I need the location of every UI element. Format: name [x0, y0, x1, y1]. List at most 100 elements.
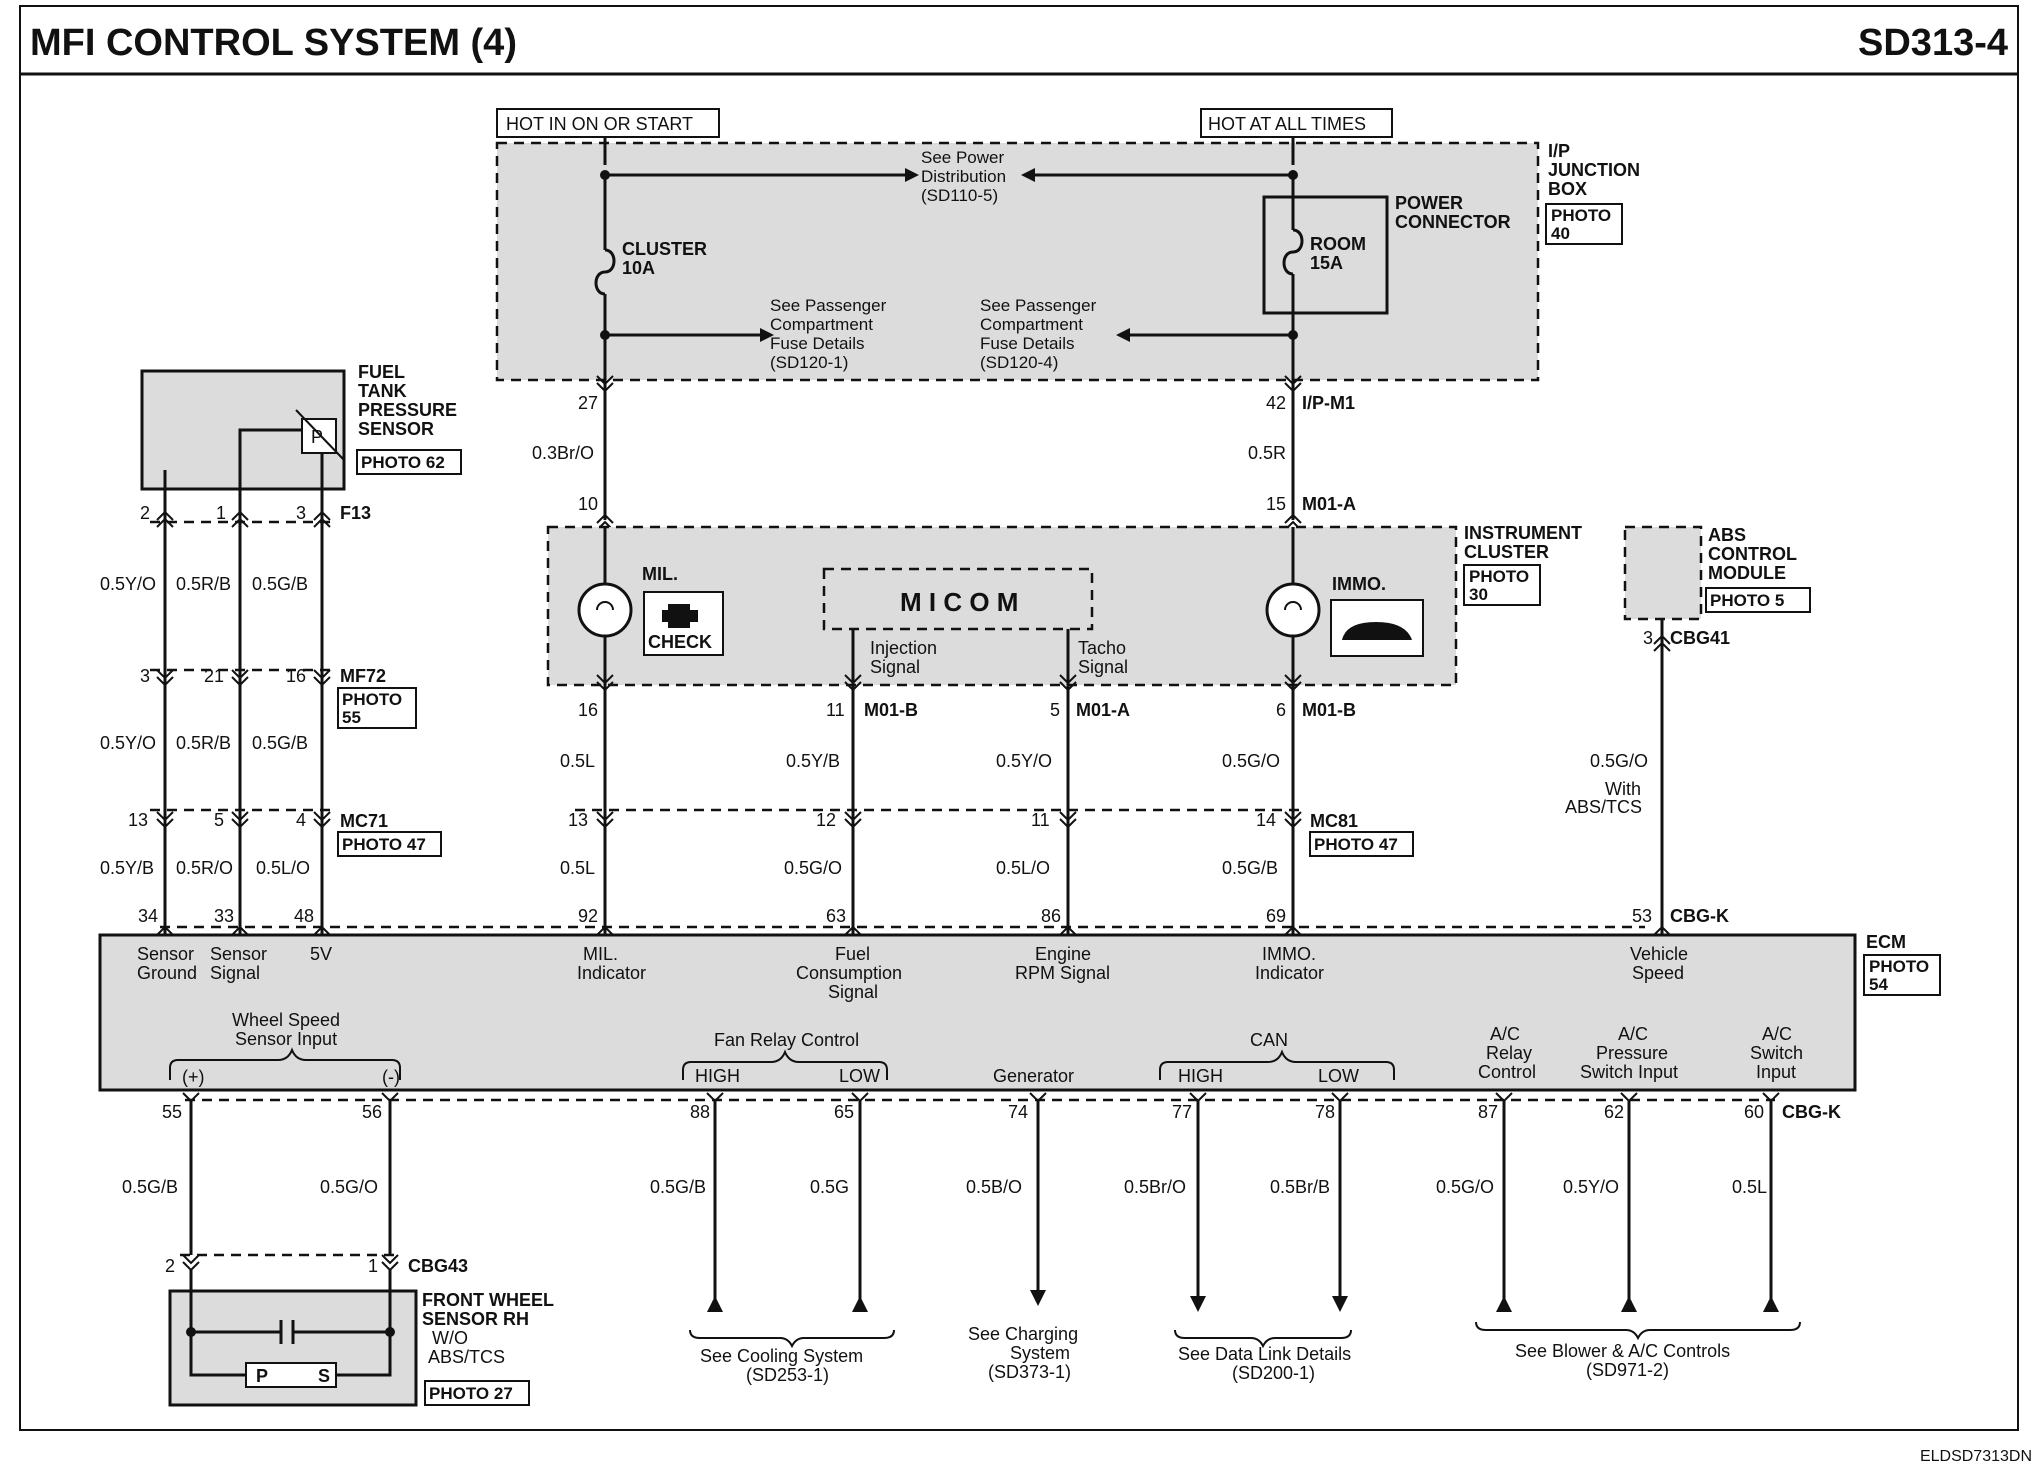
bottom-wire: 0.5G/B — [650, 1177, 706, 1197]
conn-mc81: MC81 — [1310, 811, 1358, 831]
mc71-photo-box — [337, 831, 442, 857]
pressure-slash — [295, 409, 345, 461]
bottom-wire: 0.5Br/B — [1270, 1177, 1330, 1197]
wheel-photo-box — [424, 1380, 530, 1406]
term-fan-low — [852, 1296, 868, 1312]
conn-cbg-k-top: CBG-K — [1670, 906, 1729, 926]
mc81-pin: 12 — [816, 810, 836, 830]
ecm-5v: 5V — [310, 944, 332, 964]
junction-box — [495, 141, 1540, 382]
page-title: MFI CONTROL SYSTEM (4) — [30, 22, 517, 64]
fuse-room-symbol — [1282, 228, 1304, 276]
arrow-pd-left — [905, 168, 919, 182]
ecm-fan-relay: Fan Relay Control — [714, 1030, 859, 1050]
ref-cooling: See Cooling System(SD253-1) — [700, 1346, 863, 1385]
cluster-photo-box — [1463, 564, 1541, 606]
connector-chevrons-top — [596, 375, 1302, 531]
bottom-pin: 78 — [1315, 1102, 1335, 1122]
fuel-photo: PHOTO 62 — [361, 453, 445, 472]
term-ac-pressure — [1621, 1296, 1637, 1312]
ecm-minus: (-) — [382, 1067, 400, 1087]
hot-always-box — [1200, 108, 1393, 138]
ecm-top-chevrons — [156, 925, 1671, 936]
can-bracket — [1159, 1049, 1395, 1080]
term-ac-switch — [1763, 1296, 1779, 1312]
wheel-splice-left — [186, 1327, 196, 1337]
bottom-chevrons — [182, 1092, 1780, 1103]
fuel-wire2-1: 0.5R/B — [176, 733, 231, 753]
term-generator — [1030, 1290, 1046, 1306]
wheel-splice-right — [385, 1327, 395, 1337]
wheel-ps-box — [245, 1362, 337, 1388]
conn-cbg41: CBG41 — [1670, 628, 1730, 648]
pressure-element — [301, 418, 337, 454]
immo-label: IMMO. — [1332, 574, 1386, 594]
cbg43-chevron-1 — [381, 1254, 399, 1272]
bottom-wire: 0.5Y/O — [1563, 1177, 1619, 1197]
ecm-pin-34: 34 — [138, 906, 158, 926]
arrow-pd-right — [1021, 168, 1035, 182]
pin-27: 27 — [578, 393, 598, 413]
fuel-wire2-2: 0.5G/B — [252, 733, 308, 753]
bottom-pin: 56 — [362, 1102, 382, 1122]
cluster-wire: 0.5Y/O — [996, 751, 1052, 771]
cooling-bracket — [689, 1329, 895, 1349]
cluster-wire2: 0.5L — [560, 858, 595, 878]
mc71-pin-2: 4 — [296, 810, 306, 830]
mc81-pin: 11 — [1031, 810, 1050, 830]
wheel-speed-bracket — [169, 1047, 401, 1080]
fuse-cluster-symbol — [594, 248, 616, 296]
conn-mf72: MF72 — [340, 666, 386, 686]
cluster-pin-chevrons — [596, 674, 1302, 692]
ecm-label: ECM — [1866, 932, 1906, 952]
ecm-mil-indicator: MIL.Indicator — [577, 944, 646, 983]
term-fan-high — [707, 1296, 723, 1312]
power-connector-box — [1262, 195, 1389, 315]
front-wheel-sensor — [168, 1289, 418, 1407]
ecm-fan-low: LOW — [839, 1066, 880, 1086]
term-can-low — [1332, 1296, 1348, 1312]
immo-lamp-filament — [1284, 601, 1302, 611]
conn-m01-a-top: M01-A — [1302, 494, 1356, 514]
cluster-wire2: 0.5L/O — [996, 858, 1050, 878]
ecm-pin-48: 48 — [294, 906, 314, 926]
abs-wire: 0.5G/O — [1590, 751, 1648, 771]
mf72-pin-0: 3 — [140, 666, 150, 686]
ecm-generator: Generator — [993, 1066, 1074, 1086]
bottom-wire: 0.5Br/O — [1124, 1177, 1186, 1197]
cbg43-chevron-0 — [182, 1254, 200, 1272]
ecm-pin: 86 — [1041, 906, 1061, 926]
bottom-pin-labels: 55 0.5G/B 56 0.5G/O 88 0.5G/B 65 0.5G 74… — [122, 1102, 1841, 1197]
bottom-pin: 65 — [834, 1102, 854, 1122]
fan-relay-bracket — [682, 1049, 888, 1080]
ecm-plus: (+) — [182, 1067, 205, 1087]
bottom-pin: 55 — [162, 1102, 182, 1122]
cluster-wire2: 0.5G/O — [784, 858, 842, 878]
cluster-pin: 6 — [1276, 700, 1286, 720]
arrow-pass-fuse-left — [760, 328, 774, 342]
micom-label: M I C O M — [900, 587, 1018, 617]
mc71-pin-0: 13 — [128, 810, 148, 830]
fuel-wire-2: 0.5G/B — [252, 574, 308, 594]
cluster-col-0: 16 0.5L 13 0.5L 92 — [560, 700, 598, 926]
bottom-wire: 0.5L — [1732, 1177, 1767, 1197]
bottom-pin: 60 — [1744, 1102, 1764, 1122]
ecm-can-low: LOW — [1318, 1066, 1359, 1086]
conn-ip-m1: I/P-M1 — [1302, 393, 1355, 413]
wheel-photo: PHOTO 27 — [429, 1384, 513, 1403]
fuel-chevrons — [156, 510, 331, 829]
